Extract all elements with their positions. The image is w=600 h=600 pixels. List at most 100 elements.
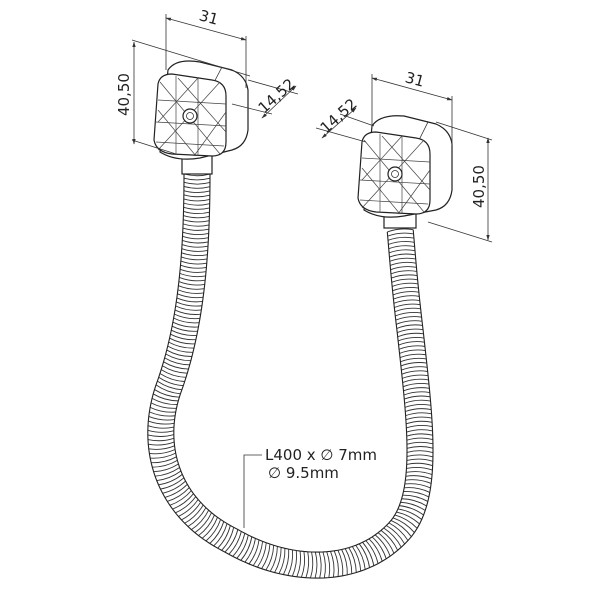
hose-corrugation-ring xyxy=(178,499,199,517)
hose-corrugation-ring xyxy=(181,502,201,521)
hose-corrugation-ring xyxy=(404,399,431,404)
hose-corrugation-ring xyxy=(310,551,314,579)
hose-corrugation-ring xyxy=(174,313,200,320)
hose-corrugation-ring xyxy=(183,190,211,193)
hose-corrugation-ring xyxy=(287,549,294,576)
hose-corrugation-ring xyxy=(147,425,175,429)
hose-corrugation-ring xyxy=(209,521,225,544)
hose-corrugation-ring xyxy=(162,480,186,494)
hose-corrugation-ring xyxy=(391,274,418,279)
hose-corrugation-ring xyxy=(170,333,196,341)
hose-corrugation-ring xyxy=(147,429,174,433)
hose-corrugation-ring xyxy=(396,511,420,525)
hose-corrugation-ring xyxy=(183,206,210,210)
hose-corrugation-ring xyxy=(365,540,379,564)
hose-corrugation-ring xyxy=(183,198,210,202)
hose-corrugation-ring xyxy=(394,303,421,308)
hose-outer-diameter-label: ∅ 9.5mm xyxy=(268,464,339,482)
hose-corrugation-ring xyxy=(399,505,424,516)
hose-corrugation-ring xyxy=(387,236,415,241)
hose-corrugation-ring xyxy=(374,534,391,557)
hose-corrugation-ring xyxy=(397,336,425,342)
corrugated-hose xyxy=(147,173,434,579)
right-width-label: 31 xyxy=(403,68,426,90)
hose-corrugation-ring xyxy=(274,547,282,573)
right-cap-center-hole xyxy=(387,166,403,182)
hose-corrugation-ring xyxy=(150,452,176,459)
hose-corrugation-ring xyxy=(163,361,189,370)
left-end-cap xyxy=(153,60,249,175)
hose-corrugation-ring xyxy=(404,487,430,493)
hose-corrugation-ring xyxy=(175,305,202,311)
hose-corrugation-ring xyxy=(168,341,194,349)
hose-corrugation-ring xyxy=(305,551,310,578)
hose-corrugation-ring xyxy=(405,479,432,484)
hose-corrugation-ring xyxy=(164,357,190,366)
hose-corrugation-ring xyxy=(406,471,433,475)
hose-corrugation-ring xyxy=(394,514,418,529)
hose-corrugation-ring xyxy=(182,227,209,231)
hose-corrugation-ring xyxy=(400,501,426,511)
hose-corrugation-ring xyxy=(401,370,428,375)
hose-corrugation-ring xyxy=(183,177,211,181)
hose-corrugation-ring xyxy=(348,547,357,573)
hose-corrugation-ring xyxy=(236,534,249,559)
hose-corrugation-ring xyxy=(390,270,417,275)
hose-corrugation-ring xyxy=(330,551,335,578)
hose-corrugation-ring xyxy=(150,402,177,409)
hose-corrugation-ring xyxy=(406,446,434,449)
hose-corrugation-ring xyxy=(169,490,192,506)
hose-corrugation-ring xyxy=(261,544,271,569)
hose-corrugation-ring xyxy=(184,504,204,524)
hose-corrugation-ring xyxy=(394,307,421,313)
right-height-label: 40,50 xyxy=(470,165,488,208)
hose-corrugation-ring xyxy=(175,496,197,514)
hose-corrugation-ring xyxy=(183,181,211,185)
hose-corrugation-ring xyxy=(183,210,210,214)
hose-corrugation-ring xyxy=(148,420,175,425)
right-width-dimension-line xyxy=(371,77,453,101)
hose-corrugation-ring xyxy=(405,420,433,425)
hose-corrugation-ring xyxy=(388,249,416,254)
callout-leader-line xyxy=(243,454,262,528)
hose-corrugation-ring xyxy=(167,487,190,502)
hose-corrugation-ring xyxy=(148,416,175,421)
hose-corrugation-ring xyxy=(402,378,429,383)
hose-corrugation-ring xyxy=(388,522,409,541)
hose-corrugation-ring xyxy=(388,241,415,245)
hose-corrugation-ring xyxy=(291,550,298,577)
hose-corrugation-ring xyxy=(344,548,353,574)
hose-corrugation-ring xyxy=(388,245,415,250)
hose-corrugation-ring xyxy=(183,219,210,223)
hose-corrugation-ring xyxy=(182,239,209,244)
hose-corrugation-ring xyxy=(393,299,420,304)
hose-corrugation-ring xyxy=(158,474,183,486)
hose-corrugation-ring xyxy=(156,470,182,481)
hose-corrugation-ring xyxy=(326,551,331,578)
hose-corrugation-ring xyxy=(397,328,424,333)
hose-corrugation-ring xyxy=(402,494,429,502)
hose-corrugation-ring xyxy=(387,232,414,237)
hose-corrugation-ring xyxy=(176,297,203,303)
hose-corrugation-ring xyxy=(180,260,207,265)
hose-corrugation-ring xyxy=(337,550,344,576)
hose-corrugation-ring xyxy=(155,384,181,395)
hose-corrugation-ring xyxy=(154,389,180,398)
hose-corrugation-ring xyxy=(182,235,209,240)
hose-corrugation-ring xyxy=(174,309,201,315)
hose-corrugation-ring xyxy=(151,397,178,406)
hose-corrugation-ring xyxy=(160,477,185,490)
hose-callout: L400 x ∅ 7mm ∅ 9.5mm xyxy=(243,446,377,528)
hose-corrugation-ring xyxy=(391,282,419,287)
hose-corrugation-ring xyxy=(351,546,362,572)
hose-corrugation-ring xyxy=(147,434,174,437)
hose-corrugation-ring xyxy=(403,387,430,392)
hose-corrugation-ring xyxy=(157,380,182,391)
hose-corrugation-ring xyxy=(377,532,395,554)
hose-corrugation-ring xyxy=(296,550,302,578)
hose-corrugation-ring xyxy=(240,536,253,561)
hose-corrugation-ring xyxy=(393,295,420,300)
hose-corrugation-ring xyxy=(179,277,206,282)
hose-corrugation-ring xyxy=(194,512,212,534)
hose-corrugation-ring xyxy=(278,548,286,574)
